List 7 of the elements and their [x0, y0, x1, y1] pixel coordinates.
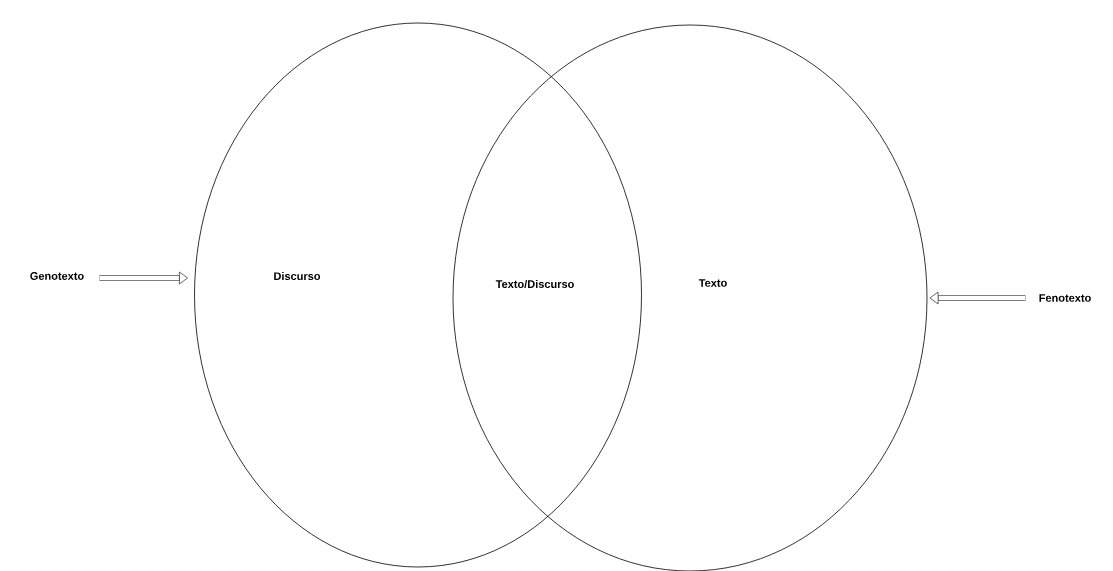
region-label: Texto/Discurso — [495, 279, 574, 289]
arrow — [929, 291, 1026, 305]
side-label: Genotexto — [30, 272, 84, 280]
arrow — [99, 271, 188, 285]
region-label: Discurso — [274, 271, 321, 281]
side-label: Fenotexto — [1039, 294, 1091, 302]
region-label: Texto — [698, 279, 727, 287]
